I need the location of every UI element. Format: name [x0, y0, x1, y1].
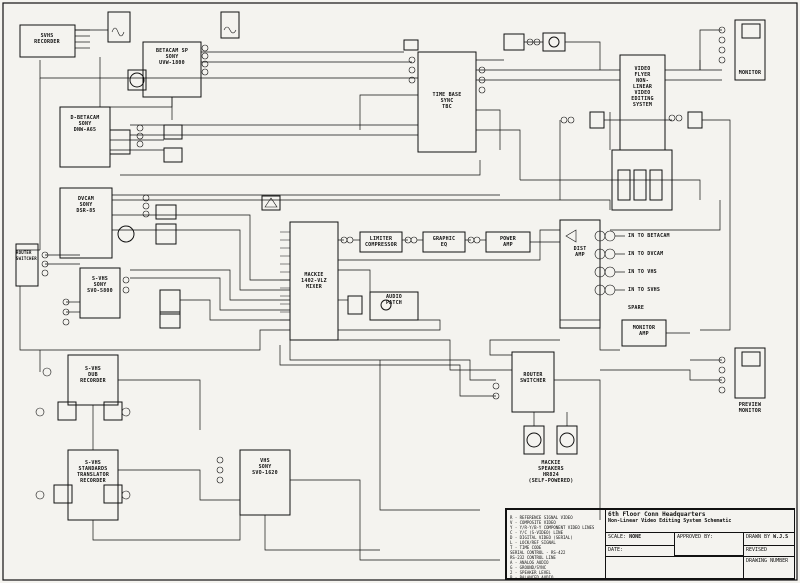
recorder-3-label: S-VHS SONY SVO-5800: [87, 276, 113, 294]
limiter-label: LIMITER COMPRESSOR: [364, 236, 398, 248]
legend-item: T - TIME CODE: [510, 545, 542, 550]
legend-item: RS-232 CONTROL LINE: [510, 555, 556, 560]
recorder-3-box: [79, 267, 121, 319]
out-label-3: IN TO VHS: [628, 269, 657, 275]
tbc-label: TIME BASE SYNC TBC: [432, 92, 462, 110]
dist-amp-box: [559, 219, 601, 329]
recorder-1-label: D-BETACAM SONY DNW-A65: [70, 115, 100, 133]
legend-item: C - Y/C (S-VIDEO) LINE: [510, 530, 563, 535]
out-label-4: IN TO SVHS: [628, 287, 661, 293]
drawing-title-line2: Non-Linear Video Editing System Schemati…: [608, 518, 732, 524]
audio-mixer-label: MACKIE 1402-VLZ MIXER: [301, 272, 327, 290]
drawing-number-label: DRAWING NUMBER: [746, 558, 789, 564]
source-decoder-box: [19, 24, 76, 58]
amp-label: POWER AMP: [499, 236, 517, 248]
recorder-2-box: [59, 187, 113, 259]
legend-item: A - ANALOG AUDIO: [510, 560, 549, 565]
patch-box: [369, 291, 419, 321]
patch-label: AUDIO PATCH: [385, 294, 403, 306]
monitor-top-label: MONITOR: [738, 70, 762, 76]
out-label-1: IN TO BETACAM: [628, 233, 670, 239]
drawn-value: W.J.S: [773, 534, 789, 540]
drawing-title-line1: 6th Floor Conn Headquarters: [608, 511, 706, 518]
title-block: 6th Floor Conn Headquarters Non-Linear V…: [505, 508, 795, 580]
blank-cell: [605, 556, 744, 579]
legend-item: L - LOCK/REF SIGNAL: [510, 540, 556, 545]
limiter-box: [359, 231, 403, 253]
eq-box: [422, 231, 466, 253]
recorder-2-label: DVCAM SONY DSR-85: [76, 196, 96, 214]
svhs-standards-label: S-VHS STANDARDS TRANSLATOR RECORDER: [76, 460, 110, 484]
monitor-amp-label: MONITOR AMP: [632, 325, 656, 337]
scale-value: NONE: [629, 534, 642, 540]
legend-item: G - GROUND/SYNC: [510, 565, 547, 570]
vhs-bottom-label: VHS SONY SVO-1620: [252, 458, 278, 476]
scale-label: SCALE:: [608, 534, 627, 540]
dist-amp-label: DIST AMP: [573, 246, 587, 258]
legend-item: 2 - SPEAKER LEVEL: [510, 570, 551, 575]
legend-item: D - DIGITAL VIDEO (SERIAL): [510, 535, 573, 540]
title-cell: 6th Floor Conn Headquarters Non-Linear V…: [605, 509, 795, 533]
approved-cell: APPROVED BY:: [674, 532, 744, 556]
out-label-2: IN TO DVCAM: [628, 251, 664, 257]
switcher-side-label: ROUTER SWITCHER: [16, 250, 37, 261]
drawn-label: DRAWN BY: [746, 534, 771, 540]
legend-item: B - BALANCED AUDIO: [510, 575, 554, 580]
revised-label: REVISED: [746, 547, 768, 553]
legend-item: V - COMPOSITE VIDEO: [510, 520, 556, 525]
drawn-cell: DRAWN BY W.J.S: [743, 532, 795, 546]
out-label-5: SPARE: [628, 305, 645, 311]
video-flyer-label: VIDEO FLYER NON- LINEAR VIDEO EDITING SY…: [631, 66, 654, 108]
drawing-number-cell: DRAWING NUMBER: [743, 556, 795, 579]
approved-label: APPROVED BY:: [677, 534, 714, 540]
legend-item: Y - Y/R-Y/B-Y COMPONENT VIDEO LINES: [510, 525, 595, 530]
monitor-right-label: PREVIEW MONITOR: [738, 402, 762, 414]
date-label: DATE:: [608, 547, 624, 553]
top-recorder-label: BETACAM SP SONY UVW-1800: [155, 48, 189, 66]
audio-mixer-box: [289, 221, 339, 341]
svhs-dub-label: S-VHS DUB RECORDER: [80, 366, 106, 384]
scale-cell: SCALE: NONE: [605, 532, 675, 546]
eq-label: GRAPHIC EQ: [432, 236, 456, 248]
monitor-top-box: [734, 19, 766, 81]
monitor-right-box: [734, 347, 766, 399]
legend-item: R - REFERENCE SIGNAL VIDEO: [510, 515, 573, 520]
switcher-box: [511, 351, 555, 413]
source-deck-label: SVHS RECORDER: [34, 33, 60, 45]
legend: R - REFERENCE SIGNAL VIDEO V - COMPOSITE…: [510, 515, 605, 580]
switcher-label: ROUTER SWITCHER: [520, 372, 546, 384]
speakers-label: MACKIE SPEAKERS HR824 (SELF-POWERED): [528, 460, 574, 484]
legend-item: SERIAL CONTROL - RS-422: [510, 550, 566, 555]
tbc-box: [417, 51, 477, 153]
